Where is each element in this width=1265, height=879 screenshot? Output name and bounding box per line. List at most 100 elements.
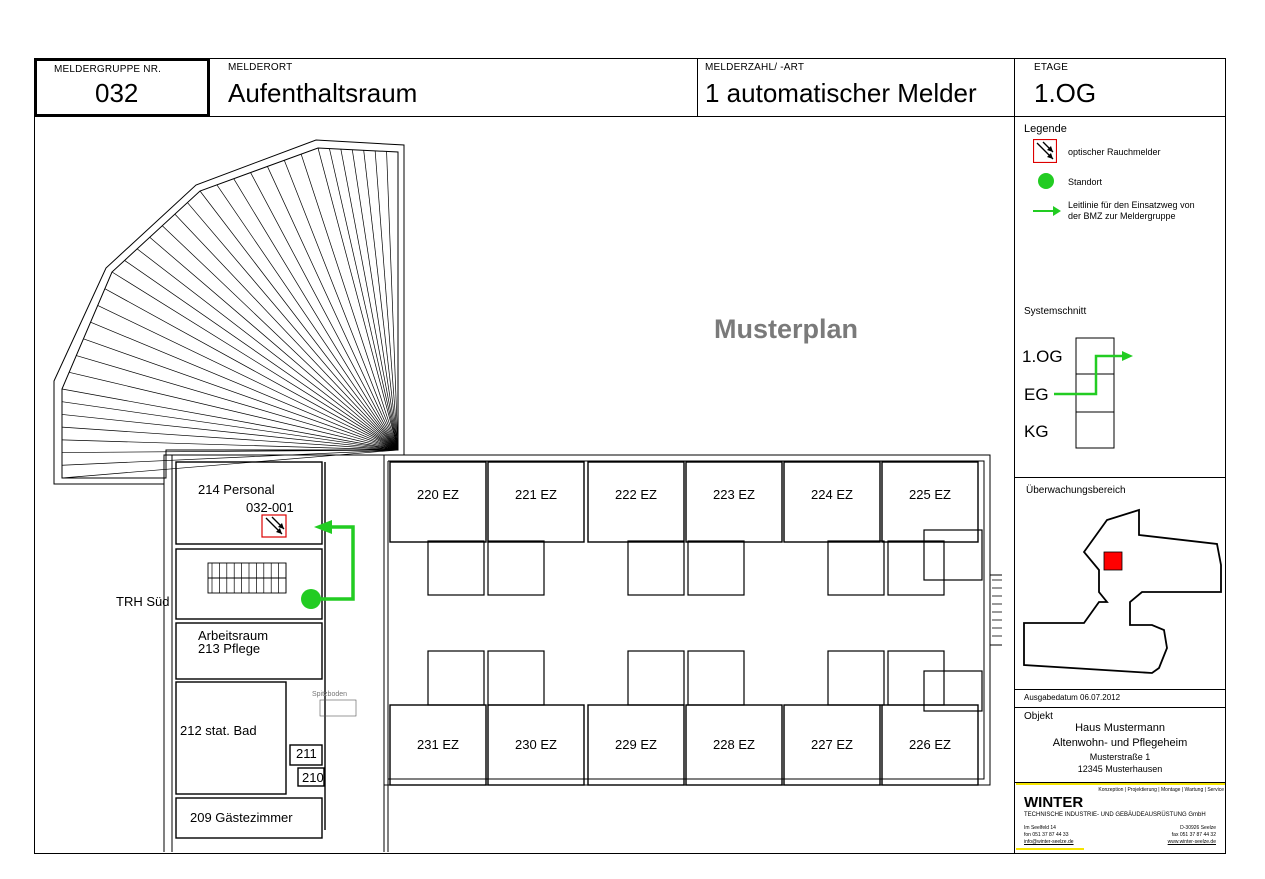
bath-unit: [487, 540, 545, 596]
top-room-box: [685, 461, 783, 543]
floor-plan: 214 Personal 032-001 TRH Süd Arbeitsraum…: [53, 139, 1002, 852]
system-floor-kg: KG: [1024, 422, 1049, 441]
bath-unit: [427, 540, 485, 596]
panel-sep-legend: [1014, 477, 1226, 478]
system-section-title: Systemschnitt: [1024, 306, 1087, 317]
panel-sep-monitor: [1014, 689, 1226, 690]
watermark: Musterplan: [714, 314, 859, 344]
bath-unit: [887, 540, 945, 596]
top-room-box: [881, 461, 979, 543]
bottom-room-label: 231 EZ: [417, 737, 459, 752]
bath-unit: [627, 650, 685, 706]
floor-box-kg: [1075, 411, 1115, 449]
bath-unit: [887, 650, 945, 706]
label-attic: Spitzboden: [312, 691, 347, 698]
east-stub: [990, 574, 1002, 646]
top-room-label: 224 EZ: [811, 487, 853, 502]
room-212: [175, 681, 287, 795]
room-209: [175, 797, 323, 839]
system-floor-eg: EG: [1024, 385, 1049, 404]
room-trh: [175, 548, 323, 620]
system-floor-1og: 1.OG: [1022, 347, 1063, 366]
system-section-diagram: [1054, 337, 1133, 449]
monitoring-minimap: [1023, 508, 1222, 674]
top-room-label: 221 EZ: [515, 487, 557, 502]
legend-guide-label-1: Leitlinie für den Einsatzweg von: [1068, 200, 1195, 210]
label-211: 211: [296, 746, 317, 761]
legend-location-label: Standort: [1068, 177, 1103, 187]
top-rooms: [389, 461, 979, 543]
header-sep-1: [697, 58, 698, 117]
legend-guide-label-2: der BMZ zur Meldergruppe: [1068, 211, 1176, 221]
room-211: [289, 744, 323, 766]
company-subtitle: TECHNISCHE INDUSTRIE- UND GEBÄUDEAUSRÜST…: [1024, 812, 1206, 818]
top-room-label: 222 EZ: [615, 487, 657, 502]
object-line-1: Haus Mustermann: [1075, 722, 1165, 734]
bottom-room-label: 228 EZ: [713, 737, 755, 752]
building-outline: [1023, 508, 1222, 674]
green-arrow-icon: [1033, 204, 1061, 216]
header-divider: [34, 116, 1226, 117]
system-guide-arrowhead: [1122, 351, 1133, 361]
smoke-detector-icon: [1032, 138, 1058, 164]
label-213b: 213 Pflege: [198, 641, 260, 656]
top-room-box: [487, 461, 585, 543]
object-label: Objekt: [1024, 711, 1053, 722]
monitored-area: [1103, 551, 1123, 571]
stair-steps: [211, 563, 287, 593]
company-city: D-30926 Seelze: [1180, 825, 1216, 831]
floor-value: 1.OG: [1034, 78, 1097, 108]
bath-unit: [827, 650, 885, 706]
label-210: 210: [302, 770, 324, 785]
guide-arrowhead: [314, 520, 332, 534]
top-room-box: [587, 461, 685, 543]
panel-sep-date: [1014, 707, 1226, 708]
top-room-label: 225 EZ: [909, 487, 951, 502]
label-212: 212 stat. Bad: [180, 723, 257, 738]
bath-unit: [827, 540, 885, 596]
bottom-rooms: [389, 704, 979, 786]
object-line-4: 12345 Musterhausen: [1077, 764, 1163, 774]
bath-unit: [687, 650, 745, 706]
outer-frame: [34, 58, 1226, 854]
bottom-room-label: 226 EZ: [909, 737, 951, 752]
panel-sep-object: [1014, 782, 1226, 783]
header-sep-2: [1014, 58, 1015, 117]
detector-count-value: 1 automatischer Melder: [705, 78, 977, 108]
bath-unit: [687, 540, 745, 596]
bath-units: [427, 529, 983, 712]
monitoring-title: Überwachungsbereich: [1026, 485, 1126, 496]
room-214: [175, 461, 323, 545]
detector-count-label: MELDERZAHL/ -ART: [705, 62, 805, 73]
floor-label: ETAGE: [1034, 62, 1069, 73]
room-210: [297, 767, 325, 787]
label-detector-id: 032-001: [246, 500, 294, 515]
roof-inner: [61, 147, 399, 479]
top-room-box: [389, 461, 487, 543]
label-213a: Arbeitsraum: [198, 628, 268, 643]
guide-path: [312, 525, 355, 601]
bath-unit: [427, 650, 485, 706]
company-fax: fax 051 37 87 44 32: [1171, 832, 1216, 838]
room-213: [175, 622, 323, 680]
legend-title: Legende: [1024, 123, 1067, 135]
company-street: Im Seelfeld 14: [1024, 825, 1056, 831]
group-number-label: MELDERGRUPPE NR.: [54, 64, 162, 75]
location-value: Aufenthaltsraum: [228, 78, 418, 108]
issue-date: Ausgabedatum 06.07.2012: [1024, 693, 1121, 702]
standort-dot: [301, 589, 321, 609]
object-line-2: Altenwohn- und Pflegeheim: [1052, 737, 1188, 749]
top-room-box: [783, 461, 881, 543]
label-trh: TRH Süd: [116, 594, 169, 609]
location-dot-icon: [1038, 173, 1054, 189]
company-phone: fon 051 37 87 44 33: [1024, 832, 1069, 838]
right-panel-divider: [1014, 116, 1015, 854]
bottom-room-label: 229 EZ: [615, 737, 657, 752]
bath-unit: [923, 529, 983, 581]
object-line-3: Musterstraße 1: [1089, 752, 1151, 762]
system-guide-line: [1054, 354, 1124, 396]
location-label: MELDERORT: [228, 62, 293, 73]
company-web[interactable]: www.winter-seelze.de: [1167, 839, 1216, 845]
company-email[interactable]: info@winter-seelze.de: [1024, 839, 1074, 845]
